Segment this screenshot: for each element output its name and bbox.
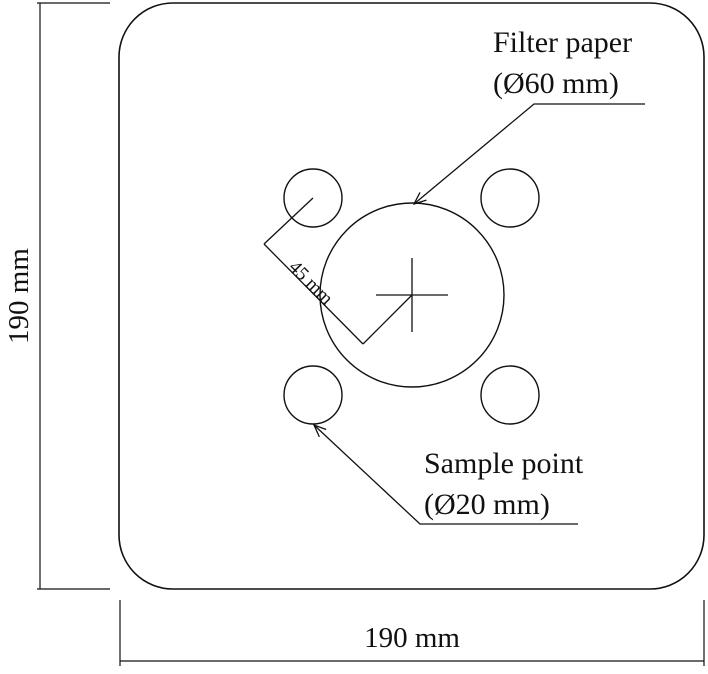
- filter-paper-label: Filter paper: [493, 26, 632, 59]
- radius-dimension: [263, 197, 413, 345]
- width-dimension: [119, 600, 705, 666]
- filter-paper-size-label: (Ø60 mm): [493, 67, 619, 100]
- height-label: 190 mm: [3, 248, 35, 344]
- filter-paper-leader: [414, 103, 645, 204]
- sample-point-top-left: [283, 168, 343, 228]
- sample-point-bottom-left: [283, 365, 343, 425]
- sample-point-label: Sample point: [424, 447, 584, 480]
- filter-paper-circle: [319, 202, 505, 388]
- width-label: 190 mm: [364, 622, 460, 654]
- plate-outline: [118, 2, 705, 590]
- sample-point-top-right: [480, 168, 540, 228]
- sample-point-bottom-right: [480, 365, 540, 425]
- radius-label: 45 mm: [284, 257, 337, 310]
- height-dimension: [37, 2, 110, 590]
- sample-point-leader: [314, 425, 578, 525]
- sample-point-size-label: (Ø20 mm): [424, 488, 550, 521]
